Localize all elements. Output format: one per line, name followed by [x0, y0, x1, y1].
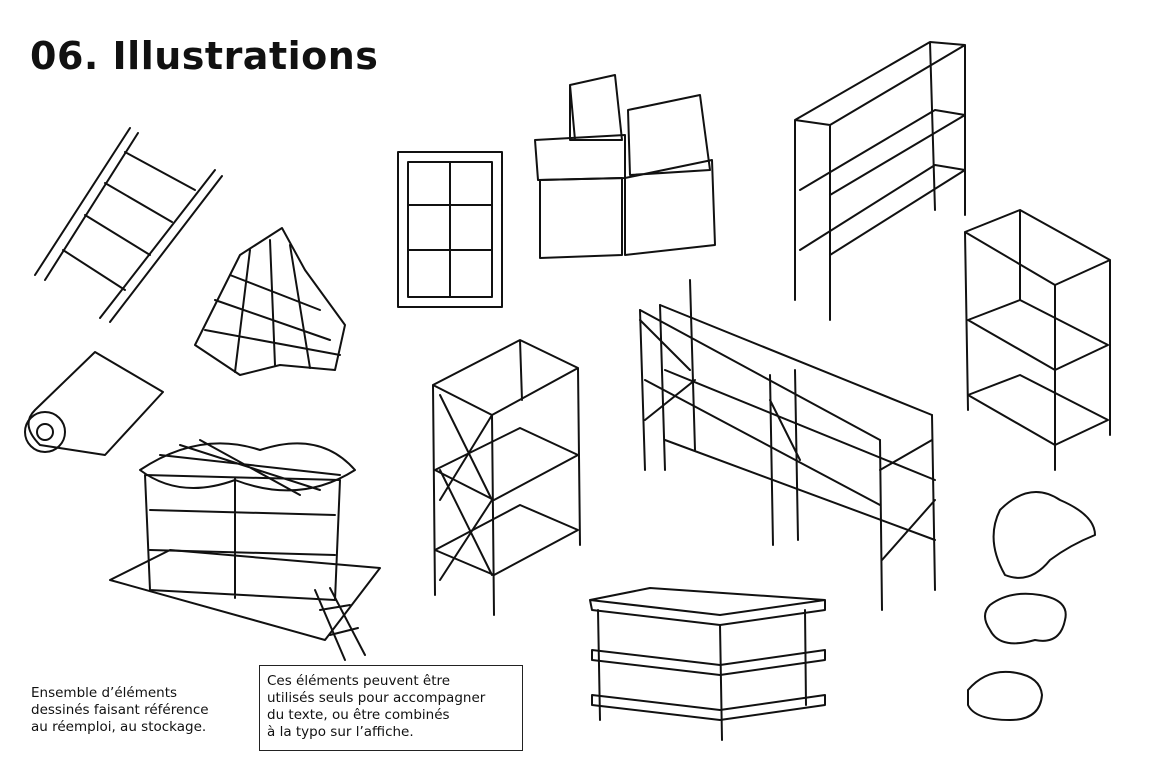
pallet-rack-illustration — [639, 279, 936, 611]
ladder-illustration — [34, 127, 223, 323]
shelf-illustration — [794, 41, 966, 321]
caption: Ensemble d’éléments dessinés faisant réf… — [31, 685, 209, 736]
covered-window-illustration — [109, 439, 381, 661]
caption-line: Ensemble d’éléments — [31, 685, 178, 701]
window-illustration — [397, 151, 503, 308]
slatted-rack-illustration — [432, 339, 581, 616]
boxes-illustration — [534, 74, 716, 259]
caption-line: dessinés faisant référence — [31, 702, 209, 718]
net-illustration — [194, 227, 346, 376]
metal-shelf-illustration — [964, 209, 1111, 471]
note-line: Ces éléments peuvent être — [267, 673, 451, 689]
table-illustration — [589, 587, 826, 741]
note-line: à la typo sur l’affiche. — [267, 724, 414, 740]
note-line: du texte, ou être combinés — [267, 707, 450, 723]
note-box: Ces éléments peuvent être utilisés seuls… — [259, 665, 523, 751]
page-title: 06. Illustrations — [30, 34, 379, 78]
note-line: utilisés seuls pour accompagner — [267, 690, 486, 706]
stone-illustrations — [967, 491, 1096, 721]
roll-illustration — [24, 351, 164, 456]
caption-line: au réemploi, au stockage. — [31, 719, 207, 735]
